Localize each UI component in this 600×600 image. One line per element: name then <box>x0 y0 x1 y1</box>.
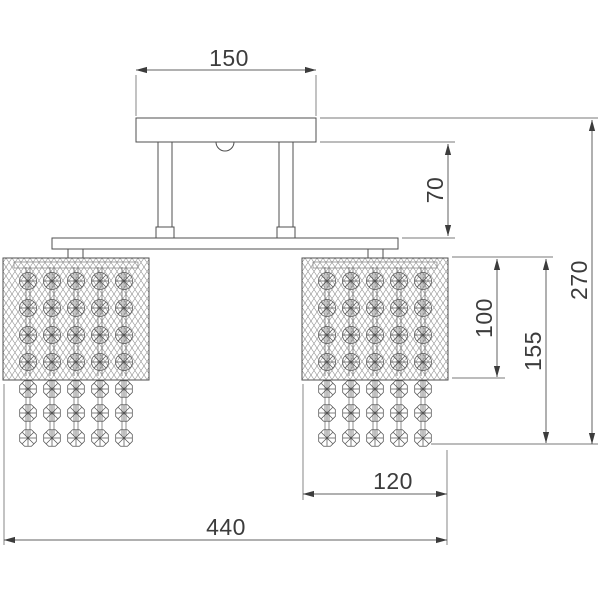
ceiling-canopy-plate <box>135 117 317 143</box>
left-shade-connector <box>67 248 84 259</box>
fixture <box>3 117 448 446</box>
dim-overall-height-label: 270 <box>566 260 592 300</box>
canopy-dome-detail <box>215 141 235 152</box>
dim-shade-body-height-label: 100 <box>471 298 497 338</box>
dim-shade-body-height: 100 <box>452 256 553 379</box>
left-stem <box>157 141 173 228</box>
dim-stem-height: 70 <box>320 141 455 239</box>
dim-overall-width: 440 <box>3 384 448 545</box>
dim-shade-width-label: 120 <box>373 468 413 494</box>
dim-overall-height: 270 <box>320 117 598 445</box>
right-stem <box>278 141 294 228</box>
dim-canopy-width: 150 <box>135 45 317 116</box>
dim-stem-height-label: 70 <box>422 177 448 204</box>
right-stem-collar <box>276 226 296 239</box>
dim-shade-width: 120 <box>302 384 448 545</box>
dim-shade-total-height-label: 155 <box>520 331 546 371</box>
dim-overall-width-label: 440 <box>206 514 246 540</box>
dim-canopy-width-label: 150 <box>209 45 249 71</box>
dim-shade-total-height: 155 <box>520 258 550 444</box>
left-stem-collar <box>155 226 175 239</box>
mounting-bar <box>51 237 399 250</box>
right-shade-connector <box>367 248 384 259</box>
